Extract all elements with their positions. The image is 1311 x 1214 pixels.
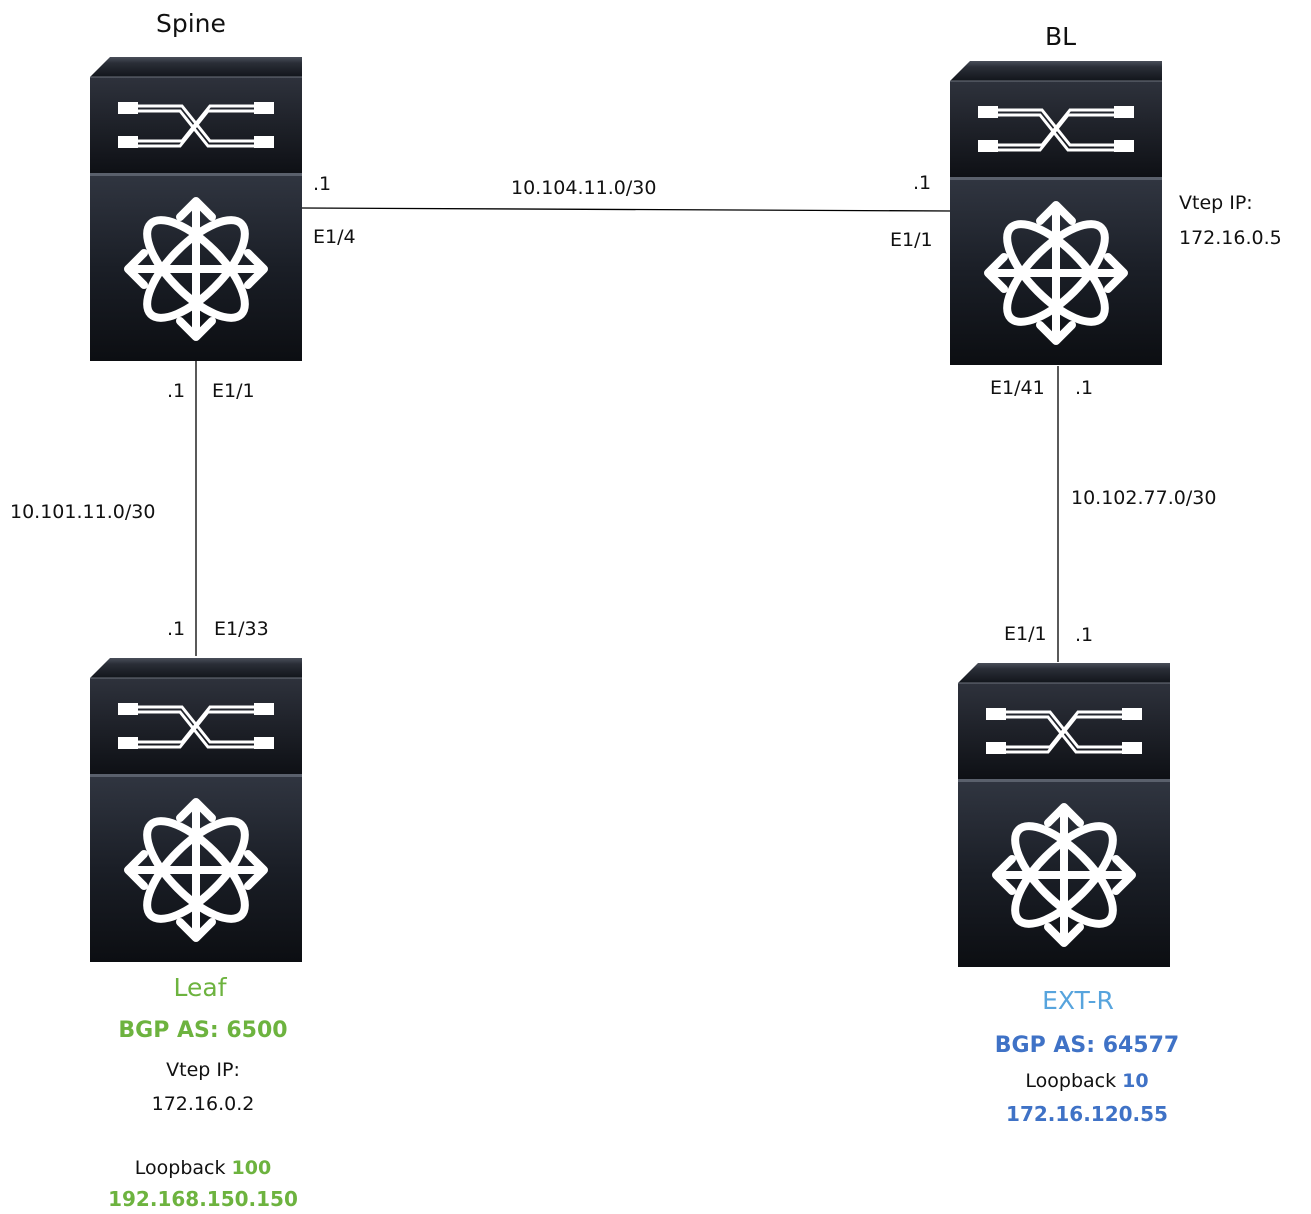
leaf-loopback-label: Loopback [134, 1157, 226, 1179]
extr-loopback: Loopback 10 [1025, 1072, 1148, 1091]
leaf-bgp-as: BGP AS: 6500 [118, 1018, 288, 1043]
bl-switch-icon[interactable] [950, 61, 1162, 365]
leaf-label: Leaf [173, 973, 227, 1002]
leaf-switch-icon[interactable] [90, 658, 302, 962]
spine-leaf-leaf-host: .1 [167, 618, 186, 640]
spine-bl-subnet: 10.104.11.0/30 [511, 177, 657, 199]
bl-vtep-label: Vtep IP: [1179, 192, 1253, 214]
bl-extr-bl-iface: E1/41 [990, 377, 1045, 399]
link-spine-bl [301, 207, 953, 212]
spine-bl-bl-host: .1 [913, 172, 932, 194]
leaf-loopback-num: 100 [231, 1157, 272, 1179]
extr-switch-icon[interactable] [958, 663, 1170, 967]
spine-bl-bl-iface: E1/1 [890, 229, 933, 251]
bl-vtep-ip: 172.16.0.5 [1179, 227, 1282, 249]
bl-label: BL [1045, 22, 1077, 51]
leaf-loopback: Loopback 100 [135, 1159, 271, 1178]
leaf-vtep-ip: 172.16.0.2 [151, 1093, 255, 1115]
spine-bl-spine-iface: E1/4 [313, 226, 356, 248]
bl-extr-bl-host: .1 [1075, 377, 1094, 399]
extr-label: EXT-R [1042, 986, 1114, 1015]
extr-bgp-as: BGP AS: 64577 [994, 1033, 1180, 1058]
spine-label: Spine [156, 9, 226, 38]
spine-leaf-spine-iface: E1/1 [212, 380, 255, 402]
spine-switch-icon[interactable] [90, 57, 302, 361]
bl-extr-extr-iface: E1/1 [1004, 623, 1047, 645]
spine-leaf-subnet: 10.101.11.0/30 [10, 501, 156, 523]
bl-extr-extr-host: .1 [1075, 624, 1094, 646]
leaf-loopback-ip: 192.168.150.150 [108, 1187, 298, 1211]
spine-bl-spine-host: .1 [313, 173, 332, 195]
extr-loopback-label: Loopback [1025, 1070, 1117, 1092]
spine-leaf-spine-host: .1 [167, 380, 186, 402]
extr-loopback-num: 10 [1122, 1070, 1149, 1092]
leaf-vtep-label: Vtep IP: [166, 1059, 240, 1081]
spine-leaf-leaf-iface: E1/33 [214, 618, 269, 640]
bl-extr-subnet: 10.102.77.0/30 [1071, 487, 1217, 509]
extr-loopback-ip: 172.16.120.55 [1006, 1102, 1168, 1126]
